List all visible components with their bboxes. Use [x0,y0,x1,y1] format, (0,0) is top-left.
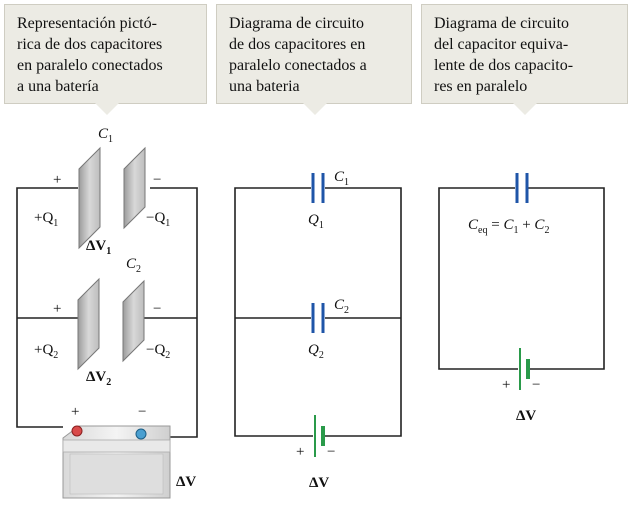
label-dv-battery: ΔV [176,474,196,490]
label-minus-battery: − [532,377,540,393]
battery-positive-terminal [71,425,83,437]
label-c2: C2 [334,297,349,316]
capacitor-c1-symbol [311,173,325,203]
label-c1: C1 [334,169,349,188]
label-dv: ΔV [516,408,536,424]
label-plus-battery: + [71,404,79,420]
capacitor-c2-plates [77,277,145,371]
caption-circuit-line: una bateria [229,78,300,95]
label-c2: C2 [126,256,141,275]
battery-symbol-equivalent [519,348,530,390]
label-ceq-equation: Ceq = C1 + C2 [468,217,549,236]
caption-equivalent: Diagrama de circuito del capacitor equiv… [421,4,628,115]
label-plus-mid: + [53,301,61,317]
caption-pictorial-line: Representación pictó- [17,15,157,32]
label-plus-top: + [53,172,61,188]
label-dv1: ΔV1 [86,238,111,257]
circuit-labels: C1 Q1 C2 Q2 + − ΔV [296,169,349,491]
caption-equivalent-line: lente de dos capacito- [434,57,574,74]
c2-plate-left [77,277,100,371]
battery-image [62,425,171,499]
caption-equivalent-line: Diagrama de circuito [434,15,570,32]
c2-plate-right [122,279,145,363]
caption-pictorial: Representación pictó- rica de dos capaci… [4,4,207,115]
label-dv2: ΔV2 [86,369,111,388]
label-q1: Q1 [308,212,324,231]
caption-pictorial-line: a una batería [17,78,99,95]
label-plus-q1: +Q1 [34,210,58,229]
label-c1: C1 [98,126,113,145]
caption-circuit-line: Diagrama de circuito [229,15,365,32]
caption-equivalent-line: del capacitor equiva- [434,36,569,53]
label-plus-q2: +Q2 [34,342,58,361]
label-plus-battery: + [502,377,510,393]
equivalent-wires [438,187,605,370]
pictorial-wire-right [150,187,198,438]
caption-circuit: Diagrama de circuito de dos capacitores … [216,4,412,115]
battery-symbol-circuit [314,415,325,457]
label-dv: ΔV [309,475,329,491]
circuit-wires [234,187,402,437]
label-plus-battery: + [296,444,304,460]
label-minus-q1: −Q1 [146,210,170,229]
battery-negative-terminal [135,428,147,440]
c1-plate-left [78,146,101,250]
pictorial-labels: C1 + − +Q1 −Q1 ΔV1 C2 + − +Q2 −Q2 ΔV2 + … [34,126,196,490]
capacitor-c1-plates [78,146,146,250]
c1-plate-right [123,146,146,230]
caption-circuit-line: de dos capacitores en [229,36,366,53]
equivalent-labels: Ceq = C1 + C2 + − ΔV [468,217,549,424]
label-q2: Q2 [308,342,324,361]
pictorial-wire-outer [16,187,78,428]
capacitor-c2-symbol [311,303,325,333]
caption-pictorial-line: en paralelo conectados [17,57,163,74]
label-minus-q2: −Q2 [146,342,170,361]
label-minus-battery: − [138,404,146,420]
caption-circuit-line: paralelo conectados a [229,57,367,74]
capacitor-ceq-symbol [515,173,529,203]
label-minus-mid: − [153,301,161,317]
label-minus-top: − [153,172,161,188]
caption-equivalent-line: res en paralelo [434,78,528,95]
caption-pictorial-line: rica de dos capacitores [17,36,163,53]
label-minus-battery: − [327,444,335,460]
pictorial-circuit [16,187,198,438]
